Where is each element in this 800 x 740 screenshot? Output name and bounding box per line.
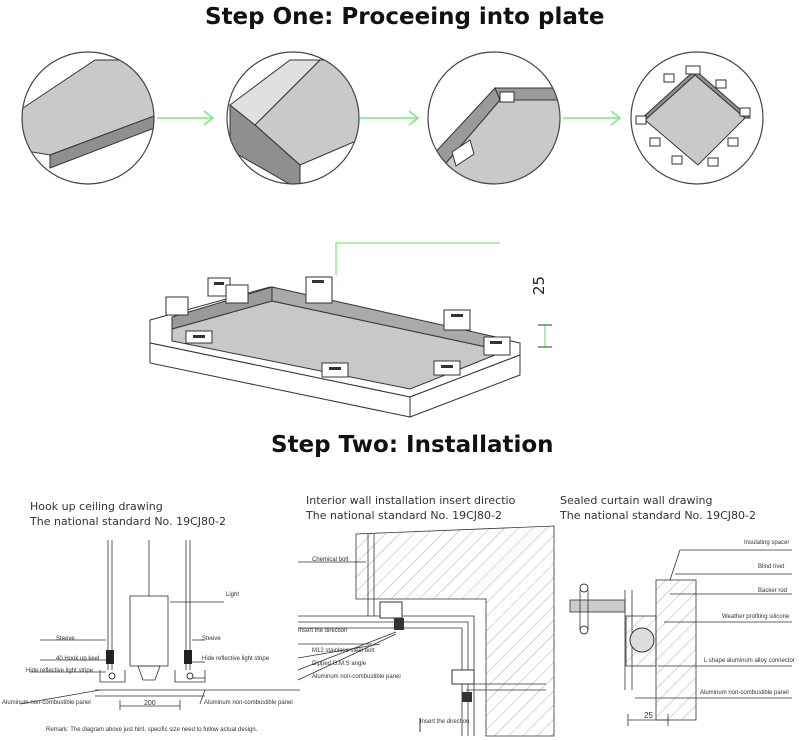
interior-wall-standard: The national standard No. 19CJ80-2	[306, 509, 502, 522]
flat-sheet-circle	[22, 59, 154, 169]
remark-text: Remark: The diagram above just hint, spe…	[46, 727, 258, 733]
curtain-dimension-label: 25	[644, 711, 653, 720]
curtain-wall-drawing	[569, 549, 792, 726]
steeve-right-label: Steeve	[202, 636, 221, 642]
assembled-plate-circle	[635, 65, 752, 167]
bolt-label: M12 stainless steel bolt	[312, 648, 375, 654]
step-one-title: Step One: Proceeing into plate	[205, 4, 605, 30]
hide-stripe-left-label: Hide reflective light stripe	[26, 668, 94, 674]
process-arrows	[157, 110, 622, 126]
panel-left-label: Aluminum non-combustible panel	[2, 700, 91, 706]
interior-wall-drawing	[297, 525, 555, 737]
insert-direction-label-1: Insert the direction	[298, 628, 348, 634]
bent-edge-circle	[229, 59, 359, 184]
dimension-label: 25	[530, 275, 548, 295]
hook-keel-label: 40 Hook up keel	[56, 656, 100, 662]
chemical-bolt-label: Chemical bolt	[312, 557, 349, 563]
corner-clip-circle	[429, 87, 560, 184]
light-label: Light	[226, 592, 240, 598]
connector-label: L shape aluminum alloy connector	[704, 658, 795, 664]
hide-stripe-right-label: Hide reflective light stripe	[202, 656, 270, 662]
silicone-label: Weather profiting silicone	[722, 614, 790, 620]
panel-right-drawing-label: Aluminum non-combustible panel	[700, 690, 789, 696]
panel-right-label: Aluminum non-combustible panel	[204, 700, 293, 706]
interior-wall-title: Interior wall installation insert direct…	[306, 494, 516, 507]
blind-rivet-label: Blind rivet	[758, 564, 785, 570]
insert-direction-label-2: Insert the direction	[420, 719, 470, 725]
curtain-wall-title: Sealed curtain wall drawing	[560, 494, 713, 507]
ceiling-drawing-standard: The national standard No. 19CJ80-2	[30, 515, 226, 528]
step-two-title: Step Two: Installation	[271, 432, 554, 458]
ceiling-drawing	[19, 540, 300, 710]
backer-rod-label: Backer rod	[758, 588, 788, 594]
steeve-left-label: Steeve	[56, 636, 75, 642]
step-one-process	[21, 51, 764, 185]
panel-middle-label: Aluminum non-combustible panel	[312, 674, 401, 680]
ceiling-dimension-label: 200	[144, 700, 156, 707]
assembled-panel-diagram	[149, 242, 552, 418]
curtain-wall-standard: The national standard No. 19CJ80-2	[560, 509, 756, 522]
ceiling-drawing-title: Hook up ceiling drawing	[30, 500, 163, 513]
angle-label: Dipped G.M.S angle	[312, 661, 367, 667]
insulating-spacer-label: Insulating spacer	[744, 540, 790, 546]
